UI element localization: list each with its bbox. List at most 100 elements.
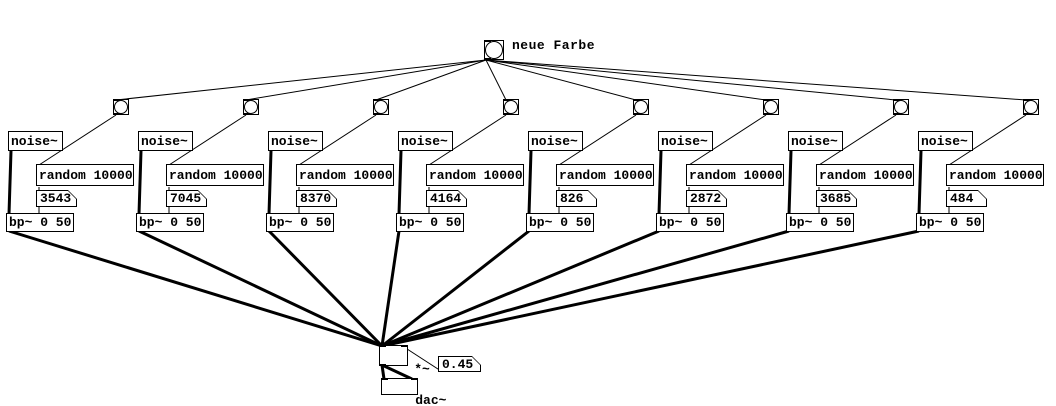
multiply-object: *~	[379, 345, 430, 376]
outlet-nub	[113, 113, 120, 115]
outlet-nub	[379, 364, 386, 366]
voice-bang-button[interactable]	[763, 99, 779, 115]
outlet-nub	[165, 206, 172, 208]
noise-object: noise~	[268, 131, 323, 151]
noise-object: noise~	[788, 131, 843, 151]
patch-cord	[267, 150, 273, 215]
patch-cord	[381, 229, 790, 348]
noise-object: noise~	[918, 131, 973, 151]
random-object: random 10000	[946, 164, 1044, 186]
bandpass-object: bp~ 0 50	[6, 213, 74, 232]
patch-cord	[380, 230, 401, 347]
patch-cord	[527, 150, 533, 215]
bang-circle-icon	[374, 100, 388, 114]
outlet-nub	[437, 371, 444, 373]
voice-bang-button[interactable]	[633, 99, 649, 115]
inlet-nub	[425, 189, 432, 191]
frequency-numberbox[interactable]: 3543	[36, 190, 77, 207]
inlet-nub	[165, 189, 172, 191]
gain-value: 0.45	[439, 357, 480, 371]
bandpass-object: bp~ 0 50	[916, 213, 984, 232]
patch-cord	[267, 229, 384, 348]
outlet-nub	[685, 206, 692, 208]
random-object: random 10000	[556, 164, 654, 186]
bang-circle-icon	[244, 100, 258, 114]
inlet-nub	[484, 40, 491, 42]
frequency-value: 3543	[37, 191, 76, 206]
frequency-numberbox[interactable]: 3685	[816, 190, 857, 207]
inlet-nub	[945, 189, 952, 191]
bang-circle-icon	[114, 100, 128, 114]
outlet-nub	[295, 206, 302, 208]
frequency-value: 7045	[167, 191, 206, 206]
patch-cord	[787, 150, 793, 215]
inlet-nub	[379, 345, 386, 347]
inlet-nub	[243, 99, 250, 101]
frequency-value: 484	[947, 191, 986, 206]
patch-cord	[7, 150, 13, 215]
frequency-value: 8370	[297, 191, 336, 206]
inlet-nub	[411, 378, 418, 380]
patch-cord	[485, 59, 507, 101]
outlet-nub	[945, 206, 952, 208]
frequency-numberbox[interactable]: 8370	[296, 190, 337, 207]
bandpass-object: bp~ 0 50	[266, 213, 334, 232]
random-object: random 10000	[36, 164, 134, 186]
outlet-nub	[35, 206, 42, 208]
frequency-value: 2872	[687, 191, 726, 206]
frequency-value: 826	[557, 191, 596, 206]
voice-bang-button[interactable]	[893, 99, 909, 115]
patch-cord	[485, 59, 637, 101]
comment-label: neue Farbe	[512, 38, 596, 53]
frequency-numberbox[interactable]: 4164	[426, 190, 467, 207]
frequency-numberbox[interactable]: 826	[556, 190, 597, 207]
bandpass-object: bp~ 0 50	[136, 213, 204, 232]
patch-cord	[485, 59, 1027, 101]
random-object: random 10000	[816, 164, 914, 186]
voice-bang-button[interactable]	[373, 99, 389, 115]
inlet-nub	[893, 99, 900, 101]
patch-cord	[485, 59, 767, 101]
voice-bang-button[interactable]	[243, 99, 259, 115]
inlet-nub	[633, 99, 640, 101]
outlet-nub	[484, 58, 491, 60]
bandpass-object: bp~ 0 50	[786, 213, 854, 232]
inlet-nub	[555, 189, 562, 191]
gain-numberbox[interactable]: 0.45	[438, 356, 481, 372]
random-object: random 10000	[426, 164, 524, 186]
bandpass-object: bp~ 0 50	[526, 213, 594, 232]
random-object: random 10000	[686, 164, 784, 186]
bandpass-object: bp~ 0 50	[656, 213, 724, 232]
patch-cord	[657, 150, 663, 215]
bang-circle-icon	[764, 100, 778, 114]
bandpass-object: bp~ 0 50	[396, 213, 464, 232]
outlet-nub	[373, 113, 380, 115]
voice-bang-button[interactable]	[503, 99, 519, 115]
inlet-nub	[437, 355, 444, 357]
outlet-nub	[815, 206, 822, 208]
voice-bang-button[interactable]	[113, 99, 129, 115]
patch-cord	[397, 150, 403, 215]
noise-object: noise~	[8, 131, 63, 151]
noise-object: noise~	[398, 131, 453, 151]
bang-circle-icon	[894, 100, 908, 114]
noise-object: noise~	[658, 131, 713, 151]
frequency-numberbox[interactable]: 2872	[686, 190, 727, 207]
inlet-nub	[401, 345, 408, 347]
frequency-numberbox[interactable]: 7045	[166, 190, 207, 207]
noise-object: noise~	[138, 131, 193, 151]
dac-object: dac~	[381, 378, 446, 406]
dac-object-label: dac~	[415, 393, 447, 406]
patch-cord	[8, 229, 383, 348]
patch-cord	[381, 229, 660, 348]
inlet-nub	[763, 99, 770, 101]
outlet-nub	[243, 113, 250, 115]
patch-cord	[138, 229, 383, 348]
outlet-nub	[503, 113, 510, 115]
outlet-nub	[763, 113, 770, 115]
frequency-numberbox[interactable]: 484	[946, 190, 987, 207]
voice-bang-button[interactable]	[1023, 99, 1039, 115]
new-color-bang-button[interactable]	[484, 40, 504, 60]
inlet-nub	[373, 99, 380, 101]
inlet-nub	[685, 189, 692, 191]
